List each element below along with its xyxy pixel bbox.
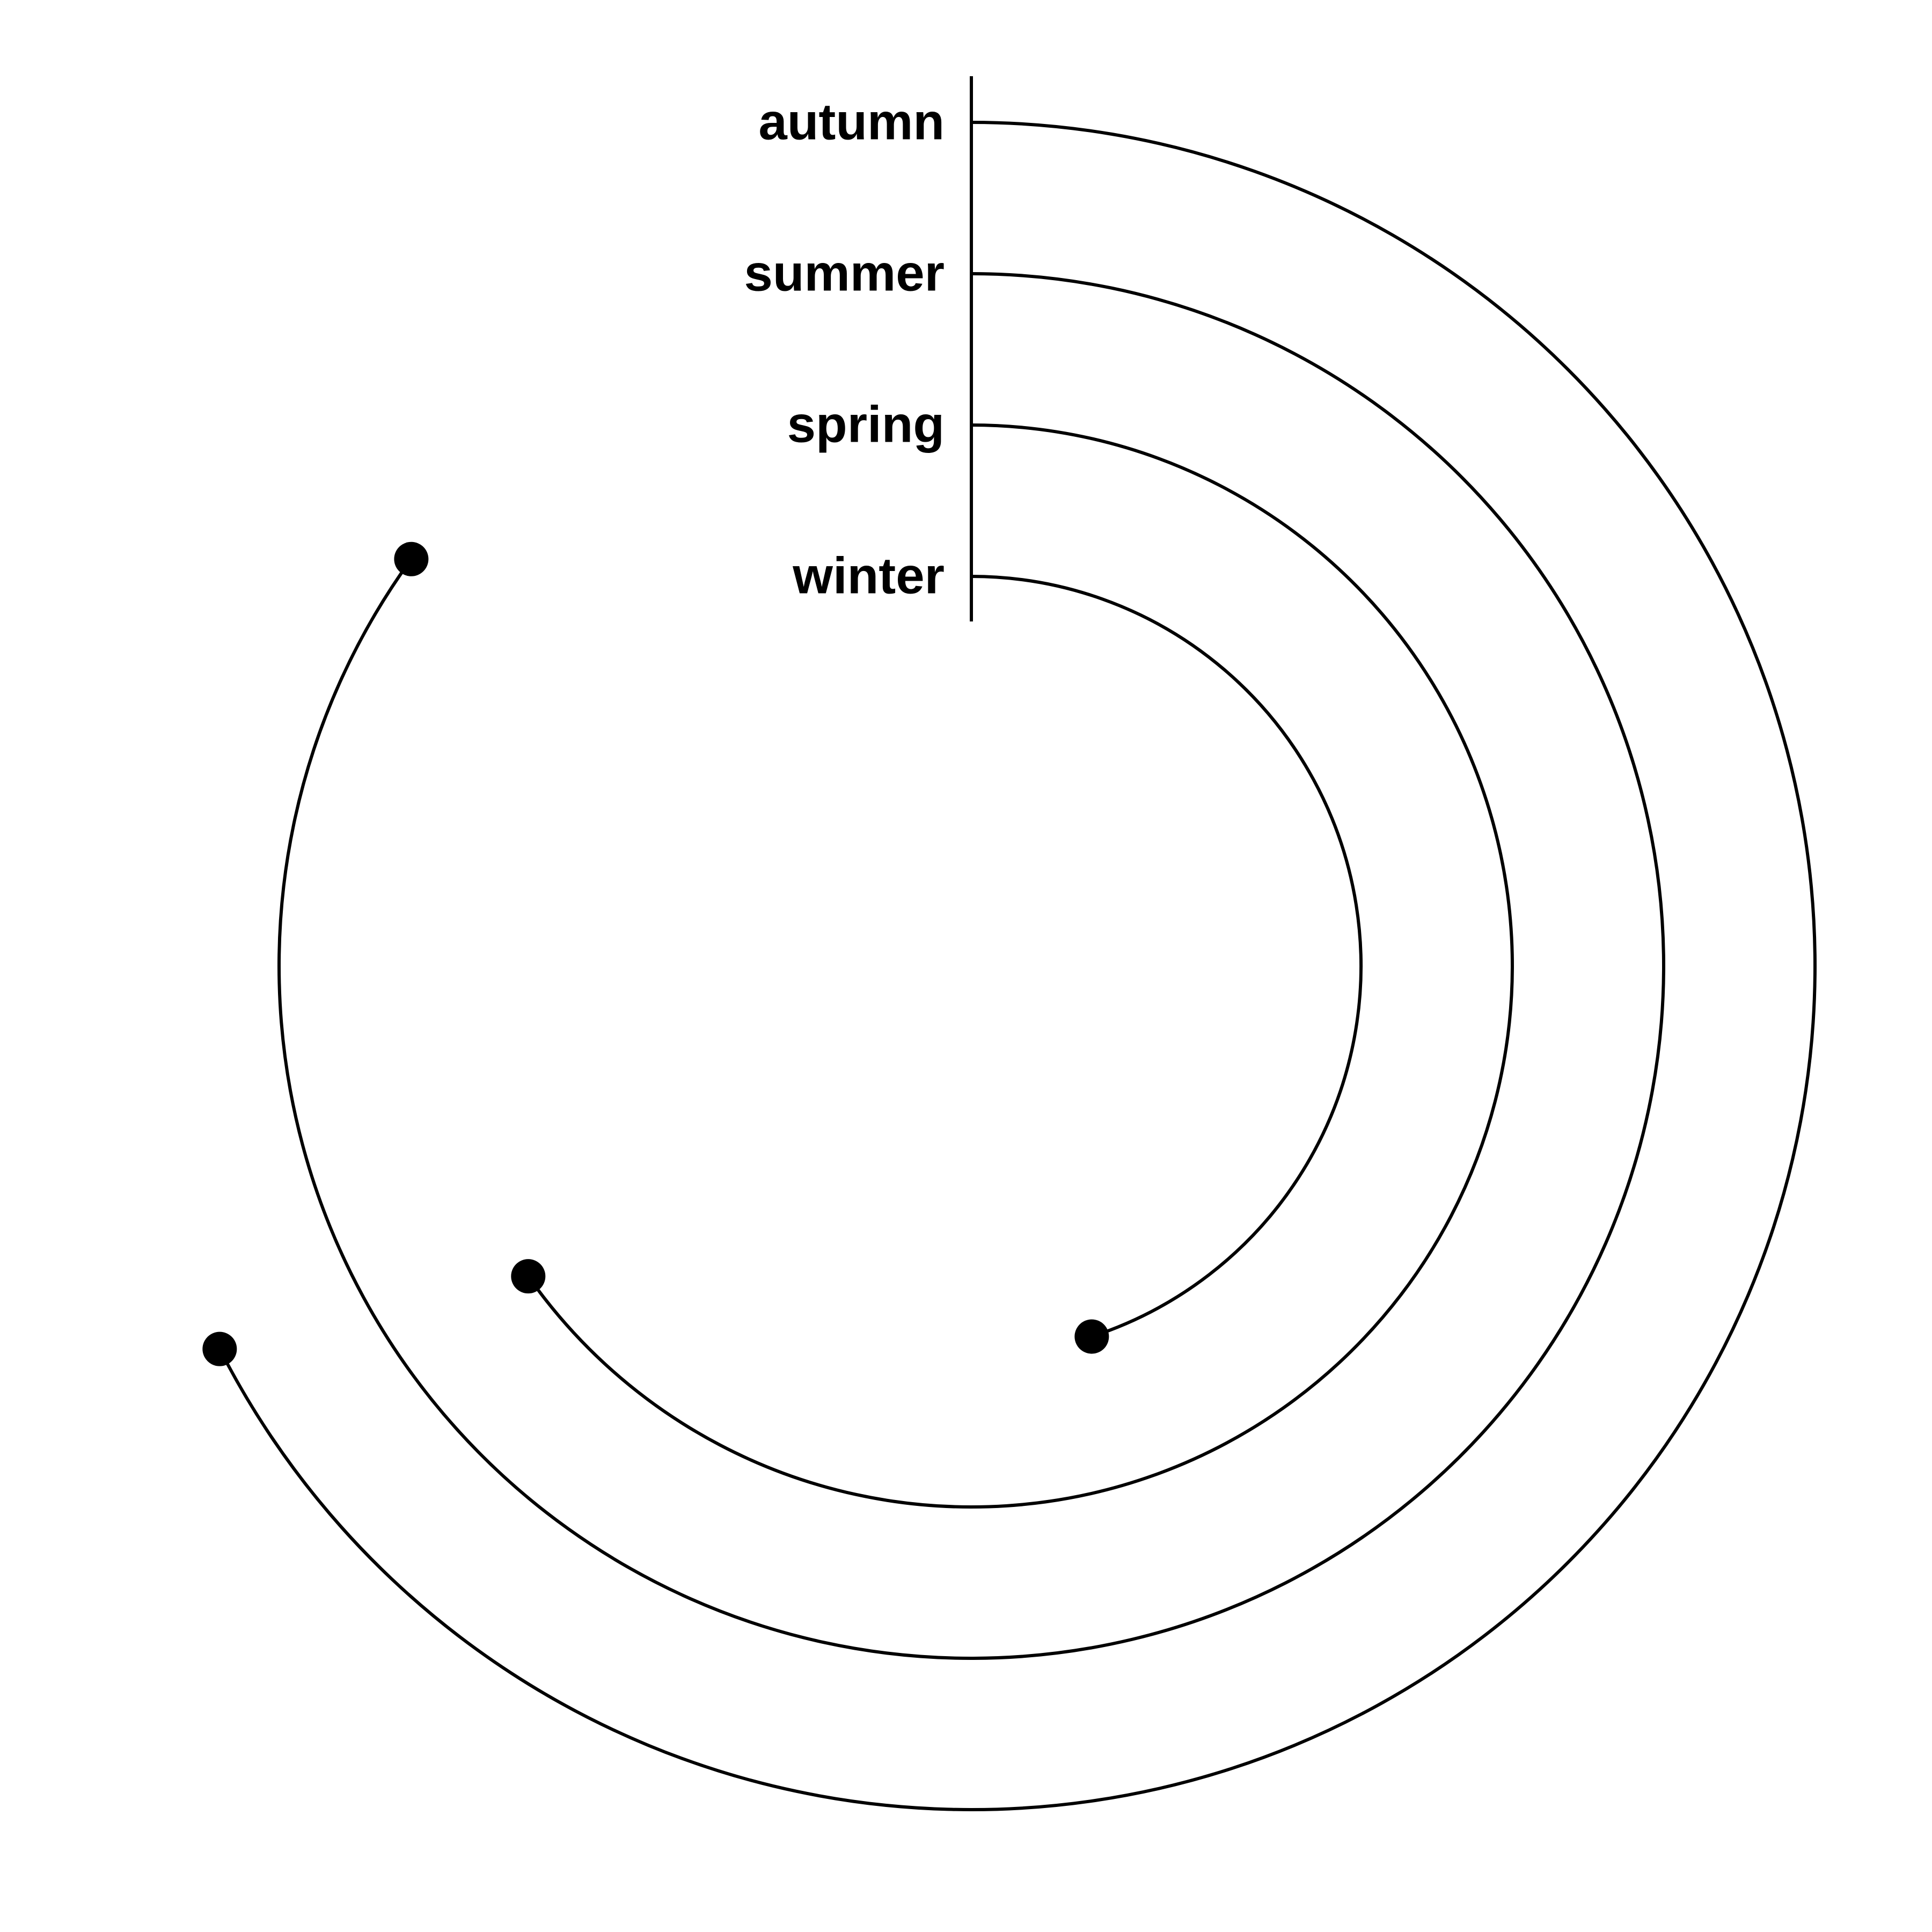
category-label-autumn: autumn xyxy=(758,93,945,150)
series-tracks xyxy=(218,121,1817,1811)
category-labels: autumn summer spring winter xyxy=(744,93,945,604)
category-label-summer: summer xyxy=(744,244,945,302)
bar-spring xyxy=(526,423,1514,1509)
bar-winter xyxy=(971,575,1363,1338)
end-marker-summer xyxy=(394,541,429,576)
end-marker-autumn xyxy=(202,1331,237,1366)
end-markers xyxy=(202,541,1109,1366)
bar-autumn xyxy=(218,121,1817,1811)
bar-summer xyxy=(277,272,1665,1660)
end-marker-spring xyxy=(511,1259,546,1294)
category-label-spring: spring xyxy=(787,396,945,453)
category-label-winter: winter xyxy=(792,547,945,604)
end-marker-winter xyxy=(1074,1319,1109,1354)
